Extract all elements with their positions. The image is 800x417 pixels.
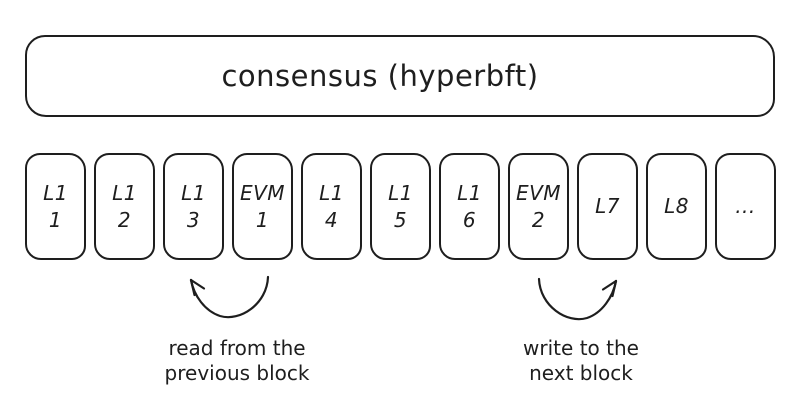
block-label: L1 1 (43, 180, 68, 232)
block-l1-6: L1 6 (439, 153, 500, 260)
block-l8: L8 (646, 153, 707, 260)
block-label: L1 6 (457, 180, 482, 232)
block-ellipsis: ... (715, 153, 776, 260)
write-annotation-label: write to the next block (523, 336, 639, 385)
block-label: L1 4 (319, 180, 344, 232)
block-evm-1: EVM 1 (232, 153, 293, 260)
blocks-row: L1 1 L1 2 L1 3 EVM 1 L1 4 L1 5 L1 6 EVM … (25, 153, 776, 260)
block-label: EVM 1 (239, 180, 286, 232)
read-annotation-label: read from the previous block (164, 336, 310, 385)
block-label: L8 (664, 194, 689, 218)
block-l1-3: L1 3 (163, 153, 224, 260)
curved-arrow-up-right-icon (537, 277, 618, 321)
block-l1-1: L1 1 (25, 153, 86, 260)
block-l7: L7 (577, 153, 638, 260)
block-label: ... (735, 194, 756, 218)
block-label: L1 2 (112, 180, 137, 232)
block-l1-4: L1 4 (301, 153, 362, 260)
block-l1-5: L1 5 (370, 153, 431, 260)
curved-arrow-up-left-icon (189, 275, 270, 319)
block-l1-2: L1 2 (94, 153, 155, 260)
block-label: L7 (595, 194, 620, 218)
block-label: L1 3 (181, 180, 206, 232)
block-evm-2: EVM 2 (508, 153, 569, 260)
block-label: EVM 2 (515, 180, 562, 232)
consensus-label: consensus (hyperbft) (221, 59, 539, 93)
consensus-box: consensus (hyperbft) (25, 35, 775, 117)
block-label: L1 5 (388, 180, 413, 232)
